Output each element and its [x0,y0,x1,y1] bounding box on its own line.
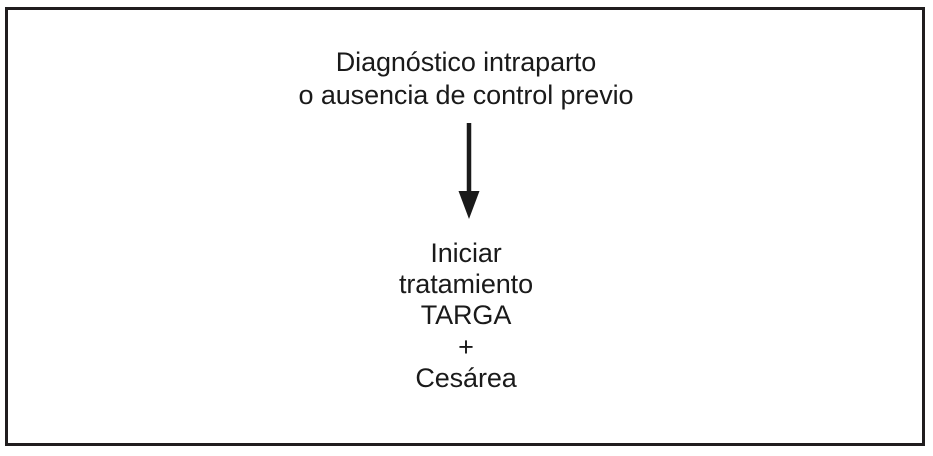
figure-border-frame: Diagnóstico intraparto o ausencia de con… [5,7,925,446]
treatment-node-line-5: Cesárea [415,363,517,393]
treatment-node: Iniciar tratamiento TARGA + Cesárea [9,238,923,394]
diagnosis-node: Diagnóstico intraparto o ausencia de con… [9,46,923,112]
down-arrow-icon [454,122,484,222]
diagnosis-node-line-2: o ausencia de control previo [298,80,634,110]
treatment-node-line-2: tratamiento [399,269,533,299]
treatment-node-line-1: Iniciar [430,238,502,268]
flowchart-canvas: Diagnóstico intraparto o ausencia de con… [8,10,922,443]
diagnosis-node-line-1: Diagnóstico intraparto [335,47,597,77]
treatment-node-line-3: TARGA [420,300,512,330]
treatment-node-line-4: + [458,332,474,362]
